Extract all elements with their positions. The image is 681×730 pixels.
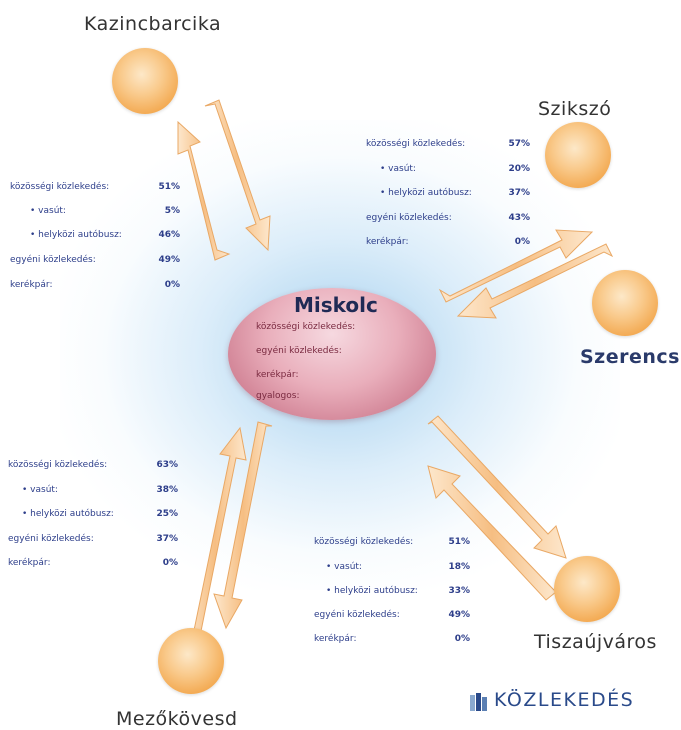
stat-label: egyéni közlekedés: — [10, 255, 96, 265]
stat-value: 33% — [448, 586, 470, 596]
stat-row: közösségi közlekedés: 51% — [10, 182, 180, 192]
stat-label: • vasút: — [326, 562, 362, 572]
stat-value: 46% — [158, 230, 180, 240]
stat-value: 51% — [158, 182, 180, 192]
stat-row: egyéni közlekedés: 49% — [314, 610, 470, 620]
stat-value: 63% — [156, 460, 178, 470]
stat-label: • helyközi autóbusz: — [30, 230, 122, 240]
stat-label: kerékpár: — [366, 237, 409, 247]
stat-row: • vasút: 5% — [30, 206, 180, 216]
hub-line: egyéni közlekedés: — [256, 346, 342, 356]
arrow-tiszaujvaros-to-miskolc — [427, 465, 557, 601]
stat-label: egyéni közlekedés: — [8, 534, 94, 544]
stat-label: közösségi közlekedés: — [8, 460, 108, 470]
stat-label: kerékpár: — [314, 634, 357, 644]
stat-value: 57% — [508, 139, 530, 149]
kazincbarcika-node — [112, 48, 178, 114]
stat-row: • vasút: 18% — [326, 562, 470, 572]
stat-label: kerékpár: — [10, 280, 53, 290]
stat-row: • vasút: 20% — [380, 164, 530, 174]
stat-row: egyéni közlekedés: 37% — [8, 534, 178, 544]
city-label-sziksz: Szikszó — [538, 98, 612, 120]
hub-line: közösségi közlekedés: — [256, 322, 356, 332]
stat-value: 49% — [158, 255, 180, 265]
stat-row: kerékpár: 0% — [314, 634, 470, 644]
stat-row: • helyközi autóbusz: 25% — [22, 509, 178, 519]
city-label-tiszaujvaros: Tiszaújváros — [534, 631, 657, 653]
stat-label: egyéni közlekedés: — [366, 213, 452, 223]
arrow-kazincbarcika-to-miskolc — [204, 99, 271, 252]
stacked-bars-icon — [470, 693, 487, 711]
stat-value: 0% — [162, 558, 178, 568]
mezokovesd-node — [158, 628, 224, 694]
sziksz-node — [545, 122, 611, 188]
stat-row: kerékpár: 0% — [8, 558, 178, 568]
stat-row: közösségi közlekedés: 57% — [366, 139, 530, 149]
szerencs-node — [592, 270, 658, 336]
stat-label: közösségi közlekedés: — [366, 139, 466, 149]
stat-value: 0% — [164, 280, 180, 290]
stat-value: 37% — [508, 188, 530, 198]
stat-label: közösségi közlekedés: — [10, 182, 110, 192]
arrow-miskolc-to-mezokovesd — [213, 421, 273, 630]
stat-row: • helyközi autóbusz: 37% — [380, 188, 530, 198]
arrow-szerencs-to-miskolc — [456, 243, 614, 319]
stat-label: • vasút: — [30, 206, 66, 216]
stat-row: közösségi közlekedés: 63% — [8, 460, 178, 470]
brand-logo-text: KÖZLEKEDÉS — [494, 689, 635, 711]
stat-row: • helyközi autóbusz: 46% — [30, 230, 180, 240]
stat-row: • vasút: 38% — [22, 485, 178, 495]
stat-value: 20% — [508, 164, 530, 174]
stat-value: 0% — [454, 634, 470, 644]
stat-label: • vasút: — [380, 164, 416, 174]
tiszaujvaros-node — [554, 556, 620, 622]
stat-row: közösségi közlekedés: 51% — [314, 537, 470, 547]
stat-value: 18% — [448, 562, 470, 572]
stat-label: egyéni közlekedés: — [314, 610, 400, 620]
stat-label: kerékpár: — [8, 558, 51, 568]
arrow-miskolc-to-tiszaujvaros — [427, 415, 567, 559]
city-label-kazincbarcika: Kazincbarcika — [84, 13, 222, 35]
stat-row: • helyközi autóbusz: 33% — [326, 586, 470, 596]
stat-value: 0% — [514, 237, 530, 247]
stat-row: kerékpár: 0% — [10, 280, 180, 290]
stat-value: 25% — [156, 509, 178, 519]
stat-row: egyéni közlekedés: 43% — [366, 213, 530, 223]
stat-value: 5% — [164, 206, 180, 216]
arrow-miskolc-to-szerencs — [438, 229, 594, 303]
stat-row: kerékpár: 0% — [366, 237, 530, 247]
stat-label: • helyközi autóbusz: — [326, 586, 418, 596]
miskolc-hub — [228, 288, 436, 420]
stat-label: közösségi közlekedés: — [314, 537, 414, 547]
city-label-szerencs: Szerencs — [580, 346, 680, 368]
stat-label: • helyközi autóbusz: — [380, 188, 472, 198]
stat-row: egyéni közlekedés: 49% — [10, 255, 180, 265]
stat-value: 49% — [448, 610, 470, 620]
stat-value: 51% — [448, 537, 470, 547]
arrow-miskolc-to-kazincbarcika — [177, 120, 231, 261]
city-label-mezokovesd: Mezőkövesd — [116, 708, 238, 730]
stat-value: 43% — [508, 213, 530, 223]
stat-value: 37% — [156, 534, 178, 544]
arrow-mezokovesd-to-miskolc — [182, 426, 247, 647]
hub-line: gyalogos: — [256, 391, 300, 401]
stat-label: • vasút: — [22, 485, 58, 495]
hub-title: Miskolc — [294, 293, 378, 317]
stat-label: • helyközi autóbusz: — [22, 509, 114, 519]
stat-value: 38% — [156, 485, 178, 495]
hub-line: kerékpár: — [256, 370, 299, 380]
